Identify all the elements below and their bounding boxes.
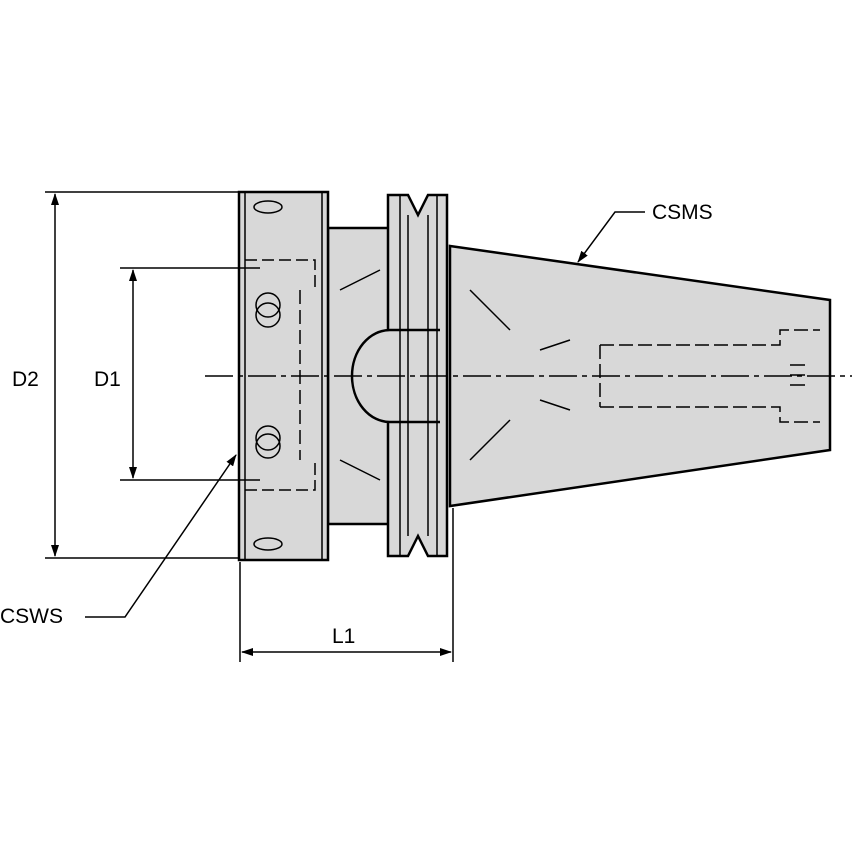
d2-label: D2 (12, 368, 39, 391)
csws-label: CSWS (0, 605, 63, 628)
d1-label: D1 (94, 368, 121, 391)
csms-label: CSMS (652, 201, 713, 224)
csws-leader (85, 454, 237, 618)
csms-leader (577, 211, 645, 263)
dimension-lines (45, 191, 645, 662)
l1-label: L1 (332, 625, 356, 648)
